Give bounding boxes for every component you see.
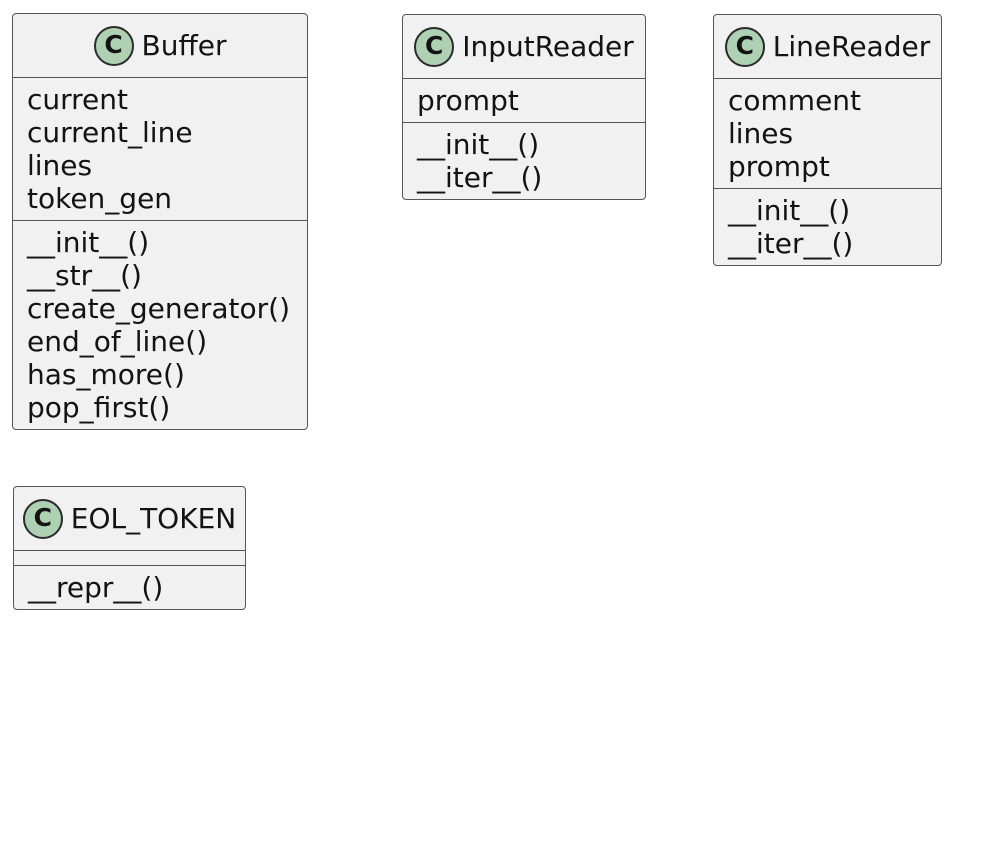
uml-class-eol_token: C EOL_TOKEN __repr__() [13,486,246,610]
class-stereotype-letter: C [104,30,123,59]
attribute-item: lines [728,117,794,150]
class-stereotype-letter: C [425,31,444,60]
class-header: C LineReader [714,15,941,79]
method-item: __str__() [27,259,142,292]
class-name: EOL_TOKEN [70,502,237,535]
attribute-item: lines [27,149,93,182]
method-item: create_generator() [27,292,290,325]
class-methods-section: __init__()__iter__() [403,123,645,199]
class-stereotype-icon: C [414,26,455,67]
uml-class-inputreader: C InputReader prompt __init__()__iter__(… [402,14,646,200]
class-stereotype-icon: C [22,498,63,539]
method-item: __iter__() [728,227,854,260]
class-methods-section: __repr__() [14,566,245,609]
method-item: __init__() [728,194,851,227]
class-methods-section: __init__()__iter__() [714,189,941,265]
class-header: C Buffer [13,14,307,78]
method-item: pop_first() [27,391,171,424]
method-item: __iter__() [417,161,543,194]
class-stereotype-icon: C [724,26,765,67]
method-item: end_of_line() [27,325,208,358]
attribute-item: prompt [728,150,830,183]
method-item: has_more() [27,358,185,391]
class-methods-section: __init__()__str__()create_generator()end… [13,221,307,429]
class-header: C InputReader [403,15,645,79]
attribute-item: prompt [417,84,519,117]
class-header: C EOL_TOKEN [14,487,245,551]
method-item: __init__() [417,128,540,161]
attribute-item: current [27,83,129,116]
attribute-item: token_gen [27,182,173,215]
class-stereotype-letter: C [735,31,754,60]
attribute-item: comment [728,84,862,117]
class-stereotype-letter: C [33,503,52,532]
class-stereotype-icon: C [93,25,134,66]
method-item: __repr__() [28,571,164,604]
class-name: Buffer [141,29,227,62]
method-item: __init__() [27,226,150,259]
class-name: LineReader [772,30,931,63]
class-name: InputReader [462,30,634,63]
class-attributes-section: prompt [403,79,645,123]
class-attributes-section [14,551,245,566]
attribute-item: current_line [27,116,193,149]
